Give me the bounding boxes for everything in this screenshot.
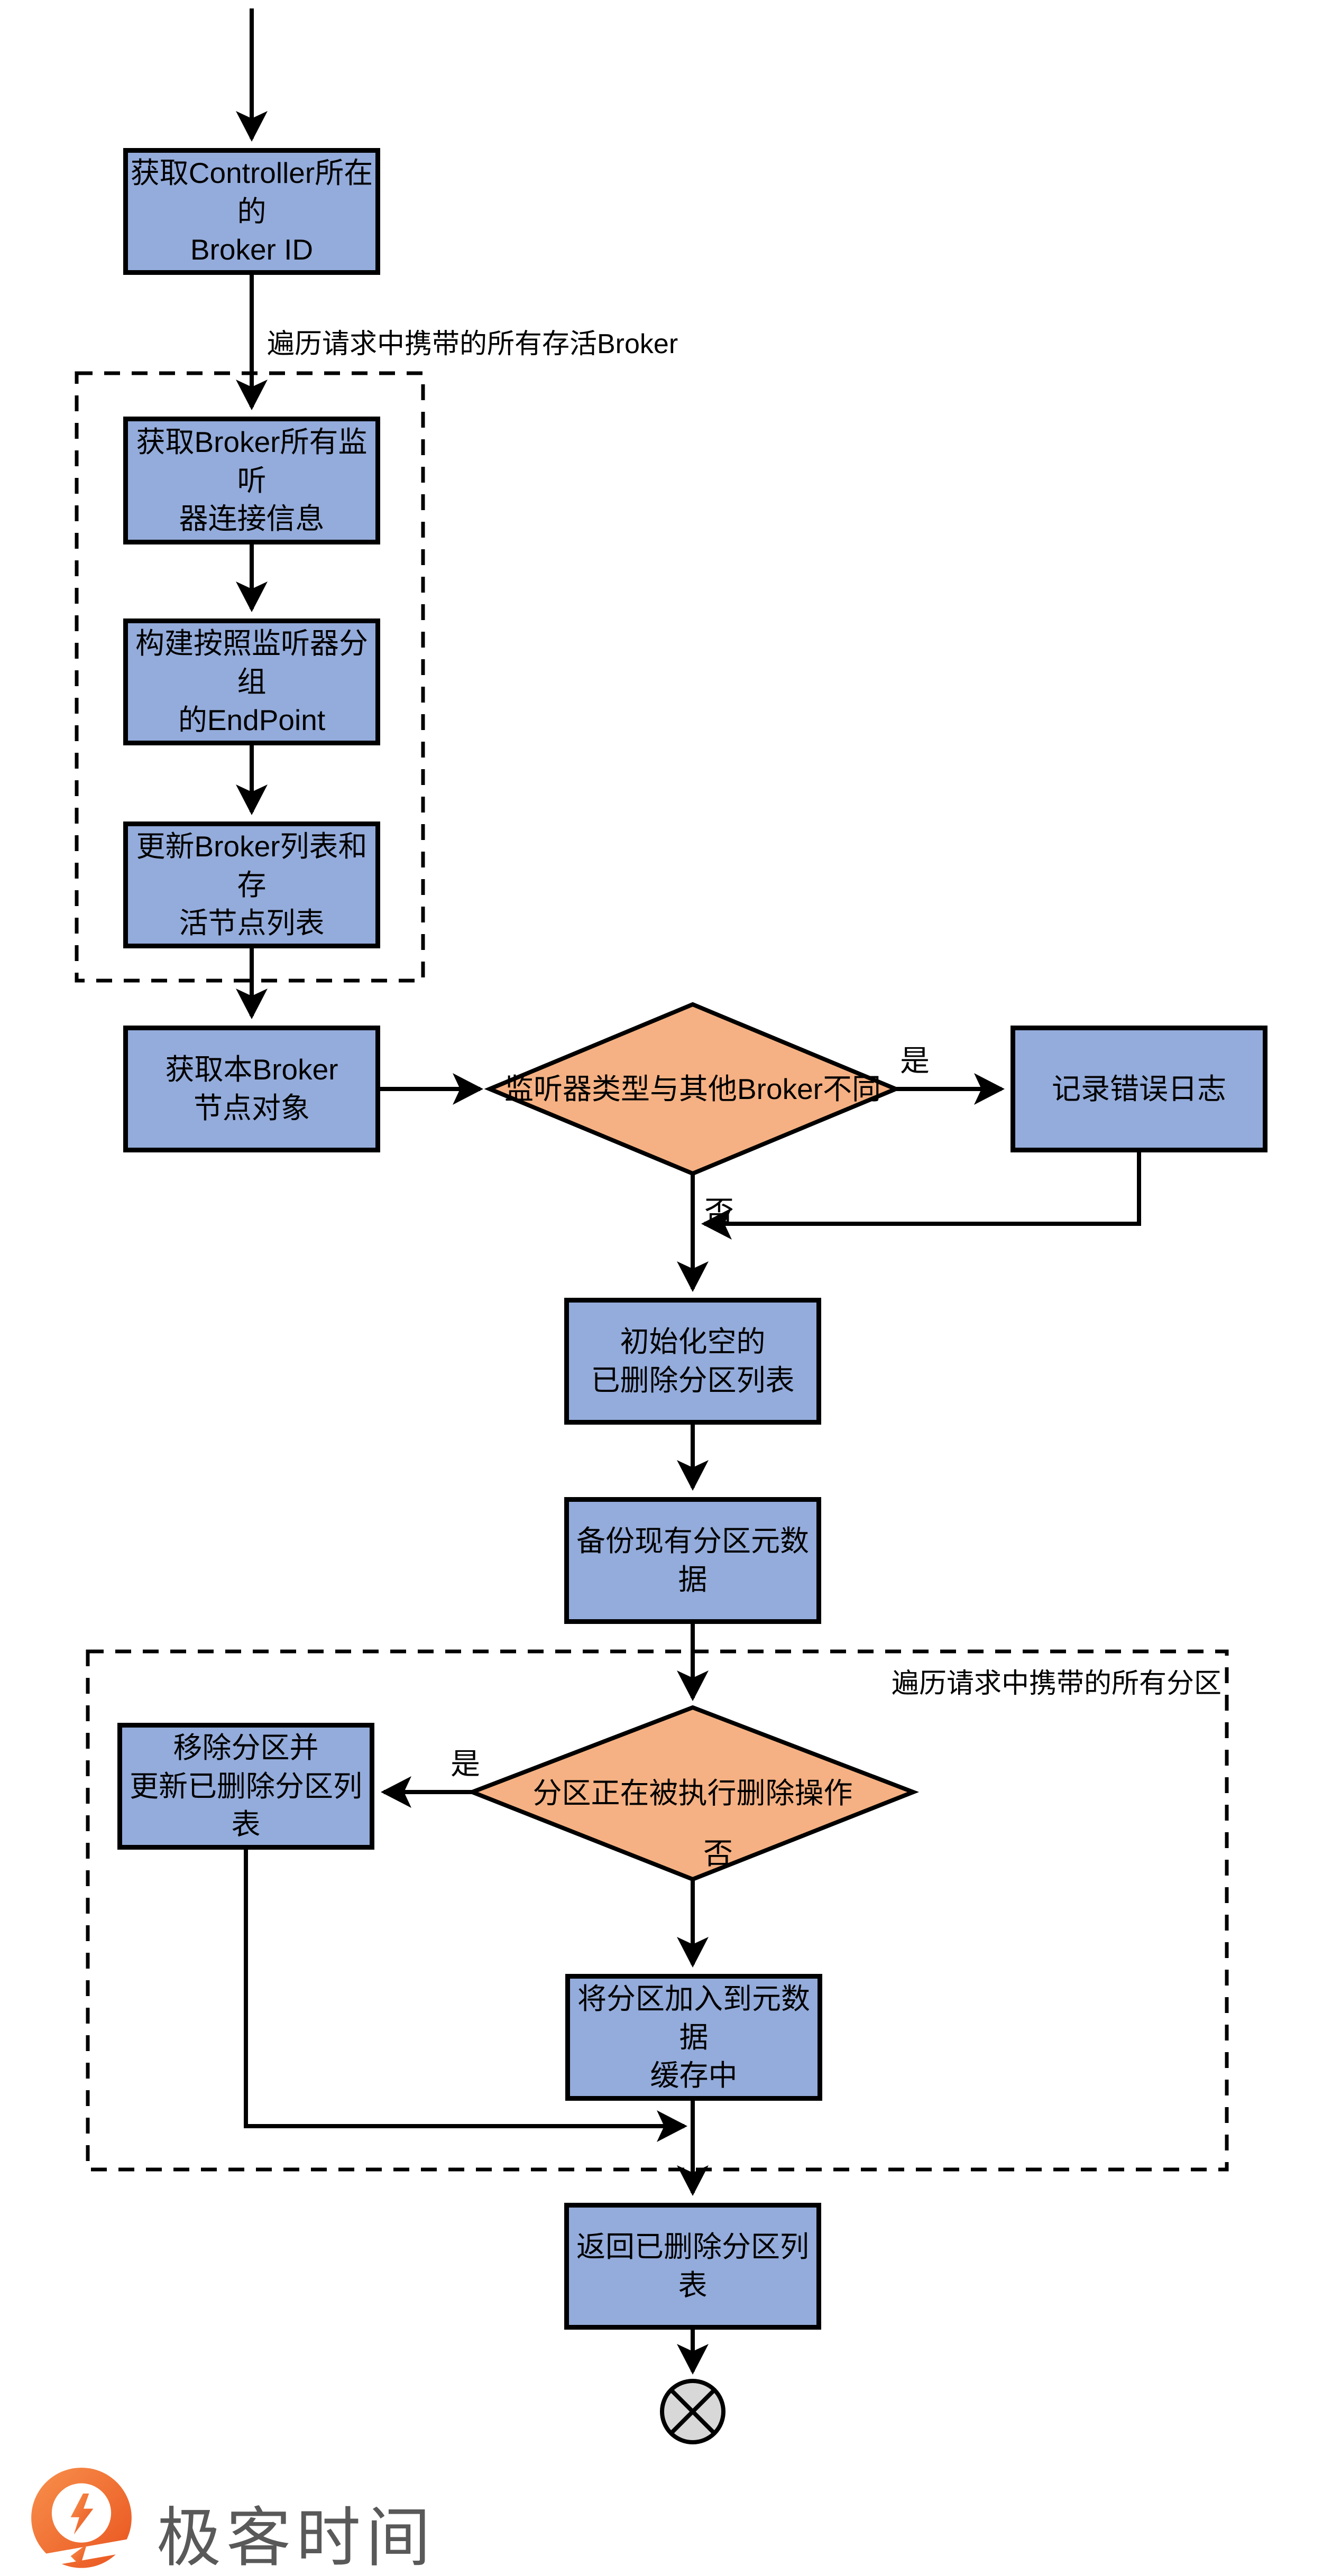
edge-log-error-merge	[701, 1152, 1141, 1240]
branch-label-listener-yes: 是	[900, 1044, 930, 1077]
branch-label-partition-no: 否	[703, 1837, 733, 1870]
node-label: 更新Broker列表和存 活节点列表	[136, 830, 368, 940]
node-remove-partition: 移除分区并 更新已删除分区列表	[117, 1723, 374, 1850]
node-label: 备份现有分区元数据	[576, 1525, 809, 1596]
branch-label-listener-no: 否	[704, 1195, 734, 1229]
node-backup-metadata: 备份现有分区元数据	[564, 1497, 821, 1624]
node-get-local-node: 获取本Broker 节点对象	[123, 1026, 380, 1152]
node-update-broker-lists: 更新Broker列表和存 活节点列表	[123, 821, 380, 948]
node-label: 初始化空的 已删除分区列表	[591, 1325, 795, 1397]
branch-label-partition-yes: 是	[451, 1747, 480, 1780]
loop-label-alive-brokers: 遍历请求中携带的所有存活Broker	[267, 329, 678, 359]
node-label: 获取Broker所有监听 器连接信息	[136, 426, 368, 535]
node-label: 构建按照监听器分组 的EndPoint	[135, 627, 368, 737]
end-x-stroke	[669, 2388, 716, 2435]
node-label: 移除分区并 更新已删除分区列表	[129, 1731, 362, 1841]
node-label: 记录错误日志	[1051, 1072, 1226, 1105]
geektime-logo-icon	[27, 2468, 135, 2573]
edge-remove-merge	[244, 1850, 687, 2142]
node-label: 返回已删除分区列表	[576, 2230, 809, 2302]
geektime-logo-text: 极客时间	[157, 2502, 436, 2574]
loop-label-partitions: 遍历请求中携带的所有分区	[891, 1668, 1221, 1699]
node-label: 将分区加入到元数据 缓存中	[577, 1982, 810, 2092]
node-label: 获取Controller所在的 Broker ID	[130, 156, 373, 266]
node-init-deleted-list: 初始化空的 已删除分区列表	[564, 1298, 821, 1425]
node-label: 获取本Broker 节点对象	[165, 1053, 338, 1124]
node-label: 分区正在被执行删除操作	[532, 1777, 853, 1810]
node-return-deleted-list: 返回已删除分区列表	[564, 2203, 821, 2330]
node-get-listener-info: 获取Broker所有监听 器连接信息	[123, 417, 380, 544]
decision-listener-type-label: 监听器类型与其他Broker不同	[490, 1004, 896, 1174]
node-build-endpoints: 构建按照监听器分组 的EndPoint	[123, 618, 380, 745]
node-add-partition-cache: 将分区加入到元数据 缓存中	[565, 1974, 822, 2101]
loop-region-partitions	[86, 1649, 1229, 2172]
node-log-error: 记录错误日志	[1011, 1026, 1267, 1152]
node-get-controller-id: 获取Controller所在的 Broker ID	[123, 148, 380, 275]
decision-partition-deleting-label: 分区正在被执行删除操作	[472, 1707, 913, 1879]
node-label: 监听器类型与其他Broker不同	[504, 1072, 881, 1105]
